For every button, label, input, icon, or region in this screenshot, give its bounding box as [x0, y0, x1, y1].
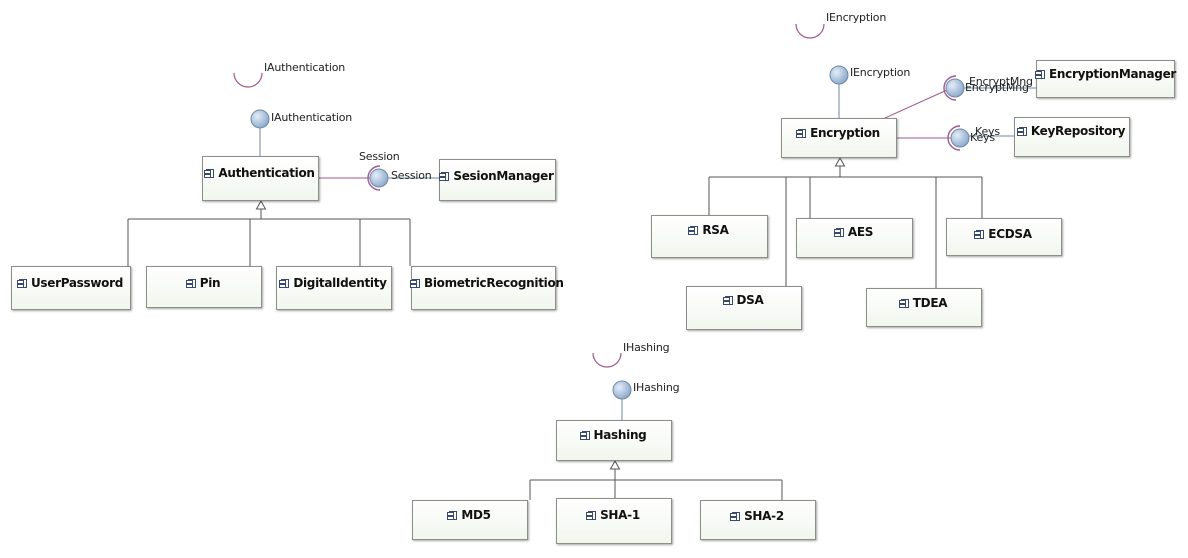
iencryption-required-label: IEncryption: [826, 11, 887, 24]
component-icon: [439, 172, 450, 181]
component-name: EncryptionManager: [1049, 67, 1177, 81]
component-encryption-manager[interactable]: EncryptionManager: [1035, 60, 1177, 98]
keys-socket-icon: [947, 125, 961, 151]
component-name: Pin: [199, 276, 221, 290]
component-name: KeyRepository: [1030, 124, 1126, 138]
component-authentication[interactable]: Authentication: [202, 156, 319, 201]
ihashing-required-label: IHashing: [623, 341, 670, 354]
component-pin[interactable]: Pin: [146, 266, 262, 308]
iencryption-provided-label: IEncryption: [850, 66, 911, 79]
iencryption-socket-icon: [795, 23, 825, 39]
session-label-top: Session: [359, 150, 400, 163]
component-name: SHA-1: [600, 508, 640, 522]
iencryption-provided-icon: [829, 65, 849, 85]
component-sha2[interactable]: SHA-2: [700, 500, 816, 540]
component-icon: [898, 299, 909, 308]
ihashing-provided-label: IHashing: [633, 381, 680, 394]
component-name: UserPassword: [30, 276, 124, 290]
component-icon: [688, 226, 699, 235]
component-name: MD5: [461, 508, 491, 522]
component-name: RSA: [702, 223, 729, 237]
keys-label-b: Keys: [970, 131, 995, 144]
component-name: SHA-2: [744, 509, 784, 523]
component-name: AES: [847, 225, 874, 239]
keys-label-a: Keys: [975, 125, 1000, 138]
encryptmng-label-b: EncryptMng: [965, 81, 1029, 94]
iauthentication-required-label: IAuthentication: [264, 61, 345, 74]
session-provided-icon: [369, 168, 389, 188]
component-name: SesionManager: [453, 169, 554, 183]
component-icon: [579, 431, 590, 440]
component-name: DigitalIdentity: [293, 276, 387, 290]
hash-generalization-tree: [529, 473, 783, 500]
encryptmng-socket-icon: [943, 75, 957, 101]
encryptmng-connector-line: [884, 89, 948, 119]
component-icon: [722, 296, 733, 305]
component-icon: [185, 279, 196, 288]
session-socket-icon: [367, 165, 381, 191]
component-hashing[interactable]: Hashing: [556, 420, 672, 461]
hash-generalization-arrow-icon: [609, 459, 621, 470]
component-icon: [204, 169, 215, 178]
keys-provided-icon: [950, 128, 970, 148]
component-biometric-recognition[interactable]: BiometricRecognition: [410, 266, 564, 310]
component-name: Authentication: [218, 166, 315, 180]
component-icon: [16, 279, 27, 288]
component-user-password[interactable]: UserPassword: [11, 266, 131, 310]
iauthentication-provided-label: IAuthentication: [271, 111, 352, 124]
component-icon: [410, 279, 420, 288]
component-rsa[interactable]: RSA: [651, 215, 768, 258]
component-name: Hashing: [593, 428, 647, 442]
encryptmng-label-a: EncryptMng: [969, 75, 1033, 88]
iauthentication-socket-icon: [233, 72, 263, 88]
component-icon: [730, 512, 741, 521]
component-icon: [974, 230, 985, 239]
component-md5[interactable]: MD5: [412, 500, 528, 540]
ihashing-socket-icon: [592, 352, 622, 368]
component-ecdsa[interactable]: ECDSA: [946, 218, 1062, 256]
component-dsa[interactable]: DSA: [686, 286, 802, 330]
auth-generalization-arrow-icon: [255, 199, 267, 210]
auth-generalization-tree: [127, 214, 411, 266]
component-icon: [447, 511, 458, 520]
component-name: ECDSA: [988, 227, 1032, 241]
component-name: DSA: [736, 293, 764, 307]
component-sha1[interactable]: SHA-1: [556, 498, 672, 544]
component-icon: [1035, 70, 1045, 79]
component-tdea[interactable]: TDEA: [866, 288, 982, 327]
component-icon: [586, 511, 597, 520]
ihashing-provided-icon: [612, 380, 632, 400]
component-encryption[interactable]: Encryption: [781, 118, 897, 158]
session-label-side: Session: [391, 169, 432, 182]
component-icon: [796, 129, 807, 138]
encryptmng-provided-icon: [945, 78, 965, 98]
component-name: TDEA: [912, 296, 948, 310]
component-name: Encryption: [810, 126, 880, 140]
component-key-repository[interactable]: KeyRepository: [1014, 117, 1130, 157]
enc-generalization-arrow-icon: [834, 156, 846, 167]
component-icon: [833, 228, 844, 237]
component-icon: [279, 279, 290, 288]
component-name: BiometricRecognition: [424, 276, 564, 290]
component-icon: [1016, 127, 1027, 136]
iauthentication-provided-icon: [250, 109, 270, 129]
component-aes[interactable]: AES: [796, 218, 913, 258]
component-sesion-manager[interactable]: SesionManager: [439, 159, 556, 201]
component-digital-identity[interactable]: DigitalIdentity: [276, 266, 392, 310]
